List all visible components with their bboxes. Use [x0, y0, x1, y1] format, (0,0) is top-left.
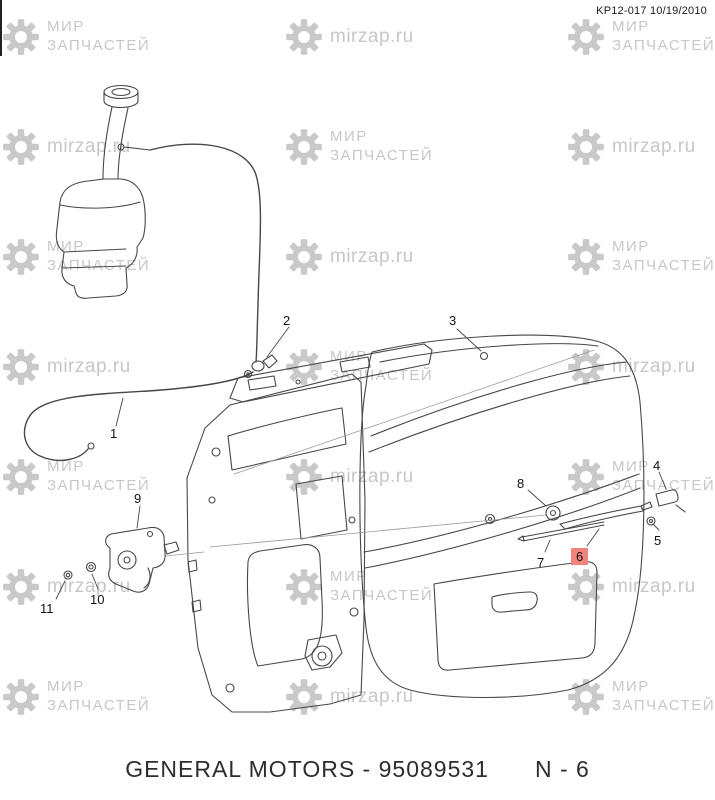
watermark: mirzap.ru: [567, 128, 696, 166]
watermark-text: ЗАПЧАСТЕЙ: [47, 477, 151, 494]
watermark-text: МИР: [612, 238, 650, 256]
washer-nozzle: [655, 489, 679, 507]
watermark-text: mirzap.ru: [330, 246, 414, 267]
watermark-text: mirzap.ru: [47, 136, 131, 157]
part-caption: GENERAL MOTORS - 95089531: [125, 756, 489, 782]
callout-9: 9: [134, 491, 142, 506]
watermark-text: mirzap.ru: [330, 466, 414, 487]
wiper-motor: [105, 526, 180, 593]
watermark-text: ЗАПЧАСТЕЙ: [330, 147, 434, 164]
callout-4: 4: [653, 458, 661, 473]
callout-6: 6: [571, 548, 589, 565]
watermark-text: mirzap.ru: [612, 576, 696, 597]
watermark-text: ЗАПЧАСТЕЙ: [330, 367, 434, 384]
watermark-text: ЗАПЧАСТЕЙ: [47, 697, 151, 714]
watermark: mirzap.ru: [285, 678, 414, 716]
watermark: mirzap.ru: [2, 568, 131, 606]
page-ref: N - 6: [534, 756, 590, 782]
callout-2: 2: [283, 313, 291, 328]
watermark: mirzap.ru: [567, 568, 696, 606]
doc-code: KP12-017 10/19/2010: [596, 5, 707, 17]
watermark-text: МИР: [47, 18, 85, 36]
callout-7: 7: [537, 555, 545, 570]
wiper-arm-assembly: [517, 489, 686, 542]
watermark-text: ЗАПЧАСТЕЙ: [330, 587, 434, 604]
leader-lines: [55, 326, 667, 600]
watermark-text: mirzap.ru: [330, 686, 414, 707]
watermark-text: mirzap.ru: [330, 26, 414, 47]
watermark-text: ЗАПЧАСТЕЙ: [612, 697, 715, 714]
washer-hoses: [23, 143, 262, 462]
watermark: mirzap.ru: [2, 128, 131, 166]
fasteners: [63, 561, 97, 580]
watermark: mirzap.ru: [285, 238, 414, 276]
tailgate-outer-panel: [359, 334, 645, 699]
watermark: mirzap.ru: [2, 348, 131, 386]
watermark-text: ЗАПЧАСТЕЙ: [612, 37, 715, 54]
watermark-text: ЗАПЧАСТЕЙ: [47, 37, 151, 54]
watermark: mirzap.ru: [285, 458, 414, 496]
watermark-text: mirzap.ru: [612, 136, 696, 157]
callout-8: 8: [517, 476, 525, 491]
watermark-text: ЗАПЧАСТЕЙ: [47, 257, 151, 274]
callout-11: 11: [40, 601, 54, 616]
callout-10: 10: [90, 592, 105, 607]
callout-1: 1: [110, 426, 118, 441]
watermark-text: МИР: [612, 458, 650, 476]
scan-border-artifact: [0, 0, 2, 56]
watermark-text: МИР: [47, 678, 85, 696]
glass-clip: [479, 351, 489, 361]
washer-reservoir: [55, 84, 151, 299]
callout-5: 5: [654, 533, 662, 548]
watermark: mirzap.ru: [285, 18, 414, 56]
spoiler-panel: [229, 343, 433, 403]
watermark-text: МИР: [330, 128, 368, 146]
hose-connector: [243, 354, 278, 379]
projection-lines: [165, 349, 595, 557]
watermark-text: МИР: [612, 678, 650, 696]
watermark-text: МИР: [47, 458, 85, 476]
watermark-text: ЗАПЧАСТЕЙ: [612, 257, 715, 274]
tailgate-inner-panel: [186, 373, 366, 713]
watermark-text: МИР: [330, 568, 368, 586]
footer-caption: GENERAL MOTORS - 95089531 N - 6: [0, 756, 715, 783]
grommet: [646, 516, 656, 526]
callout-3: 3: [449, 313, 457, 328]
watermark-text: mirzap.ru: [47, 356, 131, 377]
watermark-text: ЗАПЧАСТЕЙ: [612, 477, 715, 494]
watermark-text: mirzap.ru: [47, 576, 131, 597]
watermark-text: МИР: [612, 18, 650, 36]
watermark-text: МИР: [330, 348, 368, 366]
